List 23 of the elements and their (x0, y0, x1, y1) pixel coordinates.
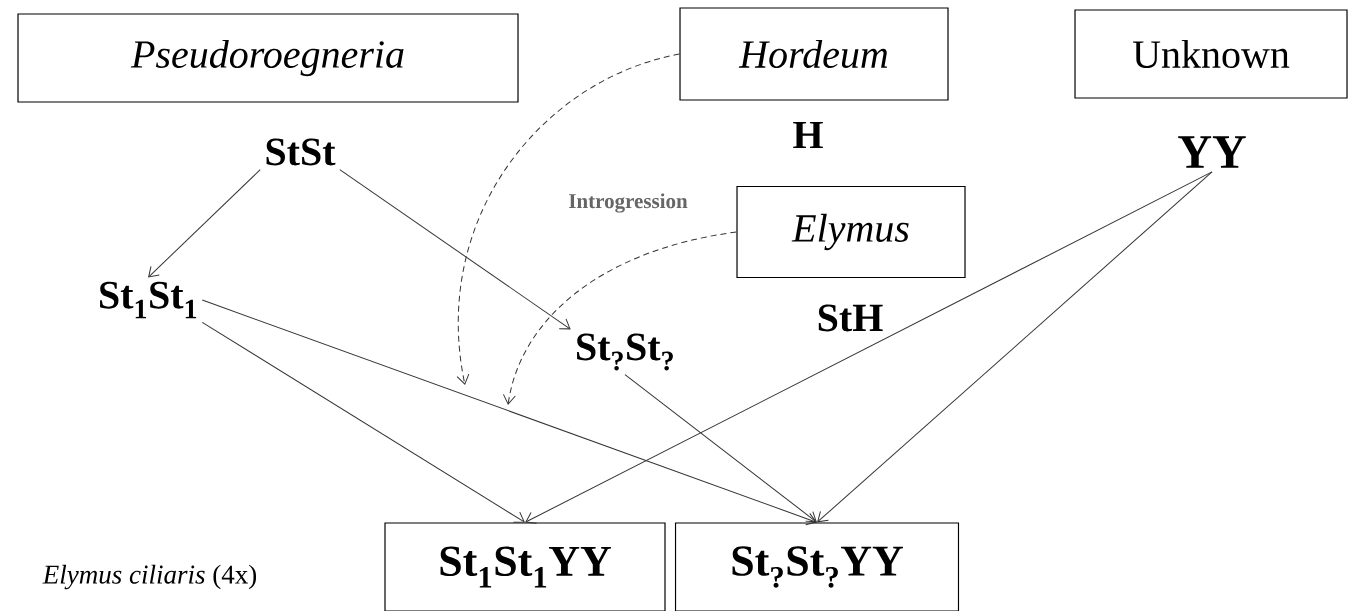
genus-box: Hordeum (679, 7, 949, 101)
genus-box: Pseudoroegneria (17, 13, 519, 103)
genome-label: StSt (266, 138, 336, 166)
dashed-arrow (502, 231, 737, 405)
genome-label: H (793, 121, 823, 149)
arrow (148, 169, 261, 278)
species-label: Elymus ciliaris (4x) (41, 563, 259, 591)
genus-box: Elymus (736, 185, 966, 279)
genome-label: YY (1178, 136, 1246, 168)
genome-label: St$_{1}$St$_{1}$ (100, 281, 197, 319)
genome-label: StH (818, 304, 883, 332)
genus-box: Unknown (1074, 9, 1348, 99)
introgression-label: Introgression (567, 192, 689, 214)
dashed-arrow (456, 53, 680, 385)
arrow (201, 321, 525, 523)
genome-label: St$_{?}$St$_{?}$ (577, 333, 673, 371)
arrow (624, 374, 817, 523)
arrow (817, 171, 1213, 523)
arrow (525, 171, 1213, 524)
arrow (201, 299, 817, 526)
hybrid-genome-box: St$_{?}$St$_{?}$YY (674, 522, 960, 611)
hybrid-genome-box: St$_{1}$St$_{1}$YY (384, 522, 666, 611)
arrow (339, 169, 571, 330)
